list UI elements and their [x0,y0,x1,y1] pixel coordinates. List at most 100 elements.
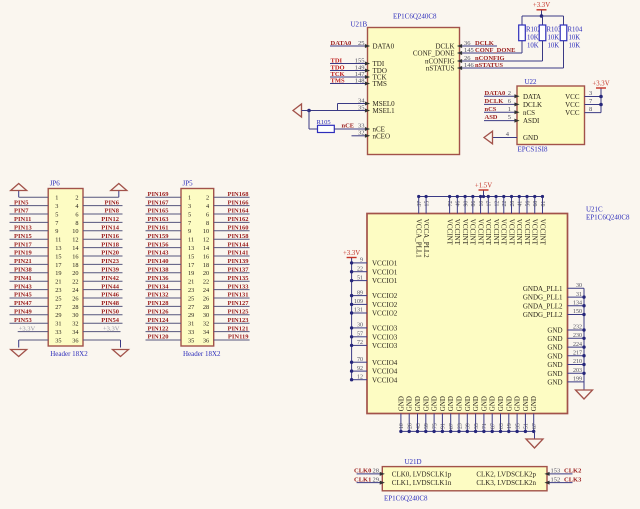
svg-text:89: 89 [357,290,363,296]
svg-text:8: 8 [589,106,592,113]
svg-text:10: 10 [203,228,209,235]
svg-text:7: 7 [188,220,191,227]
svg-text:R105: R105 [317,119,331,126]
svg-text:GND: GND [547,379,562,387]
svg-text:20: 20 [203,270,209,277]
svg-text:PIN128: PIN128 [148,300,170,307]
svg-text:PIN49: PIN49 [14,309,32,316]
svg-text:PIN16: PIN16 [101,233,119,240]
svg-text:57: 57 [357,332,363,338]
svg-text:148: 148 [355,77,365,84]
svg-text:VCCINT: VCCINT [476,219,484,246]
svg-text:EPCS1SI8: EPCS1SI8 [518,146,548,154]
svg-text:PIN131: PIN131 [228,292,249,299]
svg-text:5: 5 [508,114,511,121]
svg-text:19: 19 [55,270,61,277]
svg-text:7: 7 [55,220,58,227]
svg-text:R102: R102 [526,27,541,34]
svg-text:1: 1 [55,195,58,202]
svg-text:12: 12 [203,237,209,244]
svg-text:PIN161: PIN161 [148,225,169,232]
svg-text:28: 28 [72,304,78,311]
svg-text:PIN53: PIN53 [14,317,32,324]
svg-text:10: 10 [72,228,78,235]
svg-text:19: 19 [507,423,513,429]
svg-text:VCCINT: VCCINT [445,219,453,246]
svg-text:GND: GND [464,396,472,411]
svg-text:PIN12: PIN12 [101,216,119,223]
svg-text:28: 28 [203,304,209,311]
svg-text:10K: 10K [569,43,581,50]
svg-text:25: 25 [188,295,194,302]
svg-text:GND: GND [547,335,562,343]
svg-text:VCCIO4: VCCIO4 [372,359,398,367]
svg-text:PIN144: PIN144 [228,241,250,248]
svg-text:+3.3V: +3.3V [592,81,609,88]
svg-text:PIN18: PIN18 [101,241,119,248]
svg-text:nCS: nCS [485,106,497,113]
svg-text:12: 12 [72,237,78,244]
svg-text:217: 217 [573,350,582,356]
svg-text:JP6: JP6 [50,180,61,188]
svg-text:75: 75 [432,423,438,429]
svg-text:16: 16 [72,253,78,260]
svg-text:11: 11 [55,237,61,244]
svg-text:VCCIO4: VCCIO4 [372,368,398,376]
svg-text:81: 81 [541,201,547,207]
svg-text:23: 23 [55,287,61,294]
svg-text:R103: R103 [547,27,562,34]
svg-text:VCCINT: VCCINT [538,219,546,246]
svg-text:GND: GND [547,327,562,335]
svg-text:VCCINT: VCCINT [492,219,500,246]
svg-text:15: 15 [55,253,61,260]
svg-text:PIN13: PIN13 [14,225,32,232]
svg-text:PIN50: PIN50 [101,309,119,316]
svg-text:TDI: TDI [331,57,343,64]
svg-text:PIN165: PIN165 [148,208,170,215]
svg-text:PIN41: PIN41 [14,275,32,282]
svg-text:20: 20 [72,270,78,277]
svg-text:PIN5: PIN5 [14,199,29,206]
svg-text:DCLK: DCLK [485,98,504,105]
svg-text:TDO: TDO [331,64,345,71]
svg-text:PIN48: PIN48 [101,300,119,307]
svg-text:31: 31 [55,321,61,328]
svg-text:CLK3: CLK3 [564,476,582,483]
svg-text:+3.3V: +3.3V [103,325,120,332]
svg-text:36: 36 [72,337,78,344]
svg-text:GND: GND [397,396,405,411]
svg-text:PIN47: PIN47 [14,300,32,307]
svg-text:46: 46 [456,201,462,207]
svg-text:GND: GND [523,134,538,142]
svg-text:DATA: DATA [523,93,541,101]
svg-text:GND: GND [547,361,562,369]
svg-text:203: 203 [573,368,582,374]
svg-text:+3.3V: +3.3V [19,325,36,332]
svg-text:91: 91 [441,423,447,429]
svg-text:224: 224 [573,342,582,348]
svg-text:TCK: TCK [331,71,345,78]
svg-text:32: 32 [358,130,365,137]
svg-text:CLK2, LVDSCLK2p: CLK2, LVDSCLK2p [476,471,536,479]
svg-text:6: 6 [206,211,209,218]
svg-text:39: 39 [466,423,472,429]
svg-text:DCLK: DCLK [475,40,494,47]
svg-text:PIN38: PIN38 [14,267,32,274]
svg-text:33: 33 [55,329,61,336]
svg-text:PIN119: PIN119 [228,334,249,341]
svg-text:CLK0, LVDSCLK1p: CLK0, LVDSCLK1p [392,471,452,479]
svg-text:10: 10 [399,423,405,429]
svg-text:PIN14: PIN14 [101,225,119,232]
svg-text:210: 210 [573,359,582,365]
svg-text:PIN159: PIN159 [148,233,170,240]
svg-text:VCC: VCC [565,101,580,109]
svg-text:146: 146 [464,62,475,69]
svg-text:3: 3 [55,203,58,210]
svg-text:VCCIO2: VCCIO2 [372,301,398,309]
svg-text:GND: GND [406,396,414,411]
svg-text:28: 28 [510,201,516,207]
svg-text:nSTATUS: nSTATUS [475,62,503,69]
svg-text:PIN168: PIN168 [228,191,250,198]
svg-text:59: 59 [424,423,430,429]
svg-text:PIN121: PIN121 [228,325,249,332]
